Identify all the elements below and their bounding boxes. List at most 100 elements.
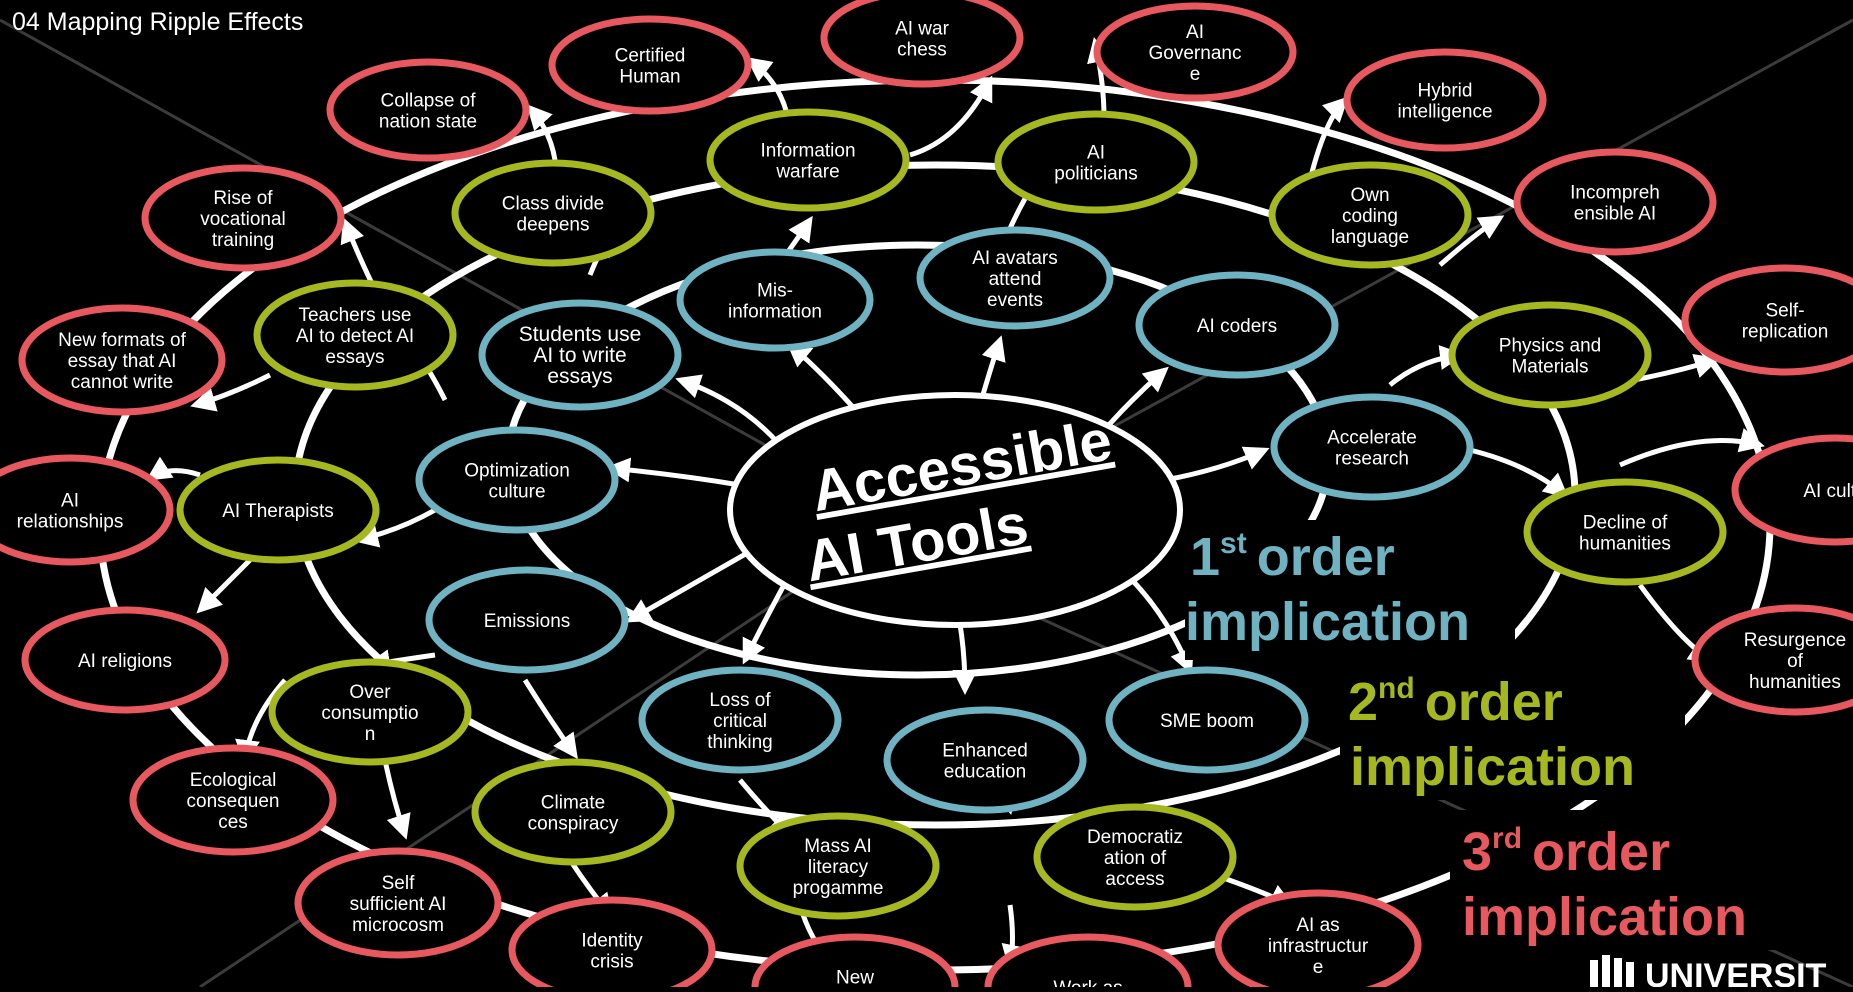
node-label-line: consumptio [321, 703, 418, 724]
node-ai-culture: AI cultu [1731, 434, 1853, 546]
legend-second-line2: implication [1350, 737, 1635, 797]
node-label-line: progamme [793, 878, 884, 899]
legend-first-number: 1 [1190, 527, 1220, 587]
node-ellipse [415, 426, 619, 534]
node-ellipse [1691, 604, 1853, 716]
node-sme-boom: SME boom [1105, 666, 1309, 774]
node-label-line: essay that AI [68, 351, 177, 372]
node-label-line: Mass AI [804, 836, 872, 857]
center-hub: Accessible AI Tools [727, 392, 1183, 628]
node-label-line: Loss of [709, 690, 771, 711]
node-label-line: AI Therapists [222, 501, 334, 522]
brand-logo: UNIVERSIT [1590, 955, 1827, 992]
node-ellipse [129, 744, 337, 856]
node-label-line: Class divide [502, 194, 604, 215]
legend-second-sup: nd [1378, 672, 1415, 705]
node-ellipse [1523, 478, 1727, 586]
node-label-line: coding [1342, 206, 1398, 227]
node-label-line: Teachers use [298, 305, 411, 326]
node-ellipse [916, 226, 1114, 330]
node-label-line: of [1787, 651, 1804, 672]
node-ellipse [676, 248, 874, 352]
node-label-line: Mis- [757, 281, 793, 302]
center-ellipse [727, 392, 1183, 628]
node-label-line: culture [488, 482, 545, 503]
node-ellipse [548, 15, 752, 115]
node-ellipse [820, 0, 1024, 88]
node-label-line: Information [760, 141, 855, 162]
node-label-line: n [365, 724, 376, 745]
node-label-line: intelligence [1397, 102, 1492, 123]
node-label-line: training [212, 230, 274, 251]
node-label-line: Incompreh [1570, 183, 1660, 204]
node-ellipse [638, 666, 842, 774]
node-ellipse [1513, 148, 1717, 256]
node-label-line: warfare [775, 162, 839, 183]
node-label-line: information [728, 302, 822, 323]
node-ellipse [253, 279, 457, 391]
node-ellipse [326, 58, 530, 162]
node-ellipse [21, 606, 229, 714]
node-label-line: deepens [517, 215, 590, 236]
video-title: 04 Mapping Ripple Effects [12, 8, 304, 36]
node-label-line: events [987, 290, 1043, 311]
node-ellipse [0, 454, 174, 566]
node-label-line: cannot write [71, 372, 173, 393]
node-label-line: Certified [615, 46, 686, 67]
node-label-line: microcosm [352, 915, 444, 936]
node-ellipse [883, 706, 1087, 814]
node-label-line: attend [989, 269, 1042, 290]
node-label-line: humanities [1579, 534, 1671, 555]
node-label-line: Self [382, 873, 415, 894]
node-label-line: AI to write [533, 344, 626, 367]
node-label-line: Own [1350, 185, 1389, 206]
legend-first-word: order [1257, 527, 1395, 587]
legend-first-line2: implication [1185, 592, 1470, 652]
node-ellipse [1214, 889, 1422, 992]
node-label-line: Rise of [213, 188, 273, 209]
node-label-line: Over [349, 682, 391, 703]
node-ellipse [1731, 434, 1853, 546]
node-label-line: AI war [895, 19, 950, 40]
node-mis-information: Mis-information [676, 248, 874, 352]
node-label-line: e [1313, 957, 1324, 978]
node-label-line: Hybrid [1418, 81, 1473, 102]
node-label-line: essays [547, 365, 612, 388]
node-label-line: AI to detect AI [296, 326, 414, 347]
node-label-line: Enhanced [942, 741, 1028, 762]
node-label-line: literacy [808, 857, 869, 878]
node-label-line: crisis [590, 952, 633, 973]
node-ellipse [1448, 301, 1652, 409]
node-ellipse [736, 812, 940, 920]
node-emissions: Emissions [425, 566, 629, 674]
node-label-line: sufficient AI [350, 894, 447, 915]
node-label-line: ation of [1104, 848, 1167, 869]
node-label-line: Optimization [464, 461, 570, 482]
brand-emblem-icon [1590, 955, 1634, 987]
node-label-line: AI [1087, 143, 1105, 164]
node-label-line: Materials [1511, 357, 1588, 378]
node-ellipse [1343, 48, 1547, 152]
node-label-line: essays [325, 347, 384, 368]
node-ellipse [425, 566, 629, 674]
node-label-line: relationships [17, 512, 124, 533]
